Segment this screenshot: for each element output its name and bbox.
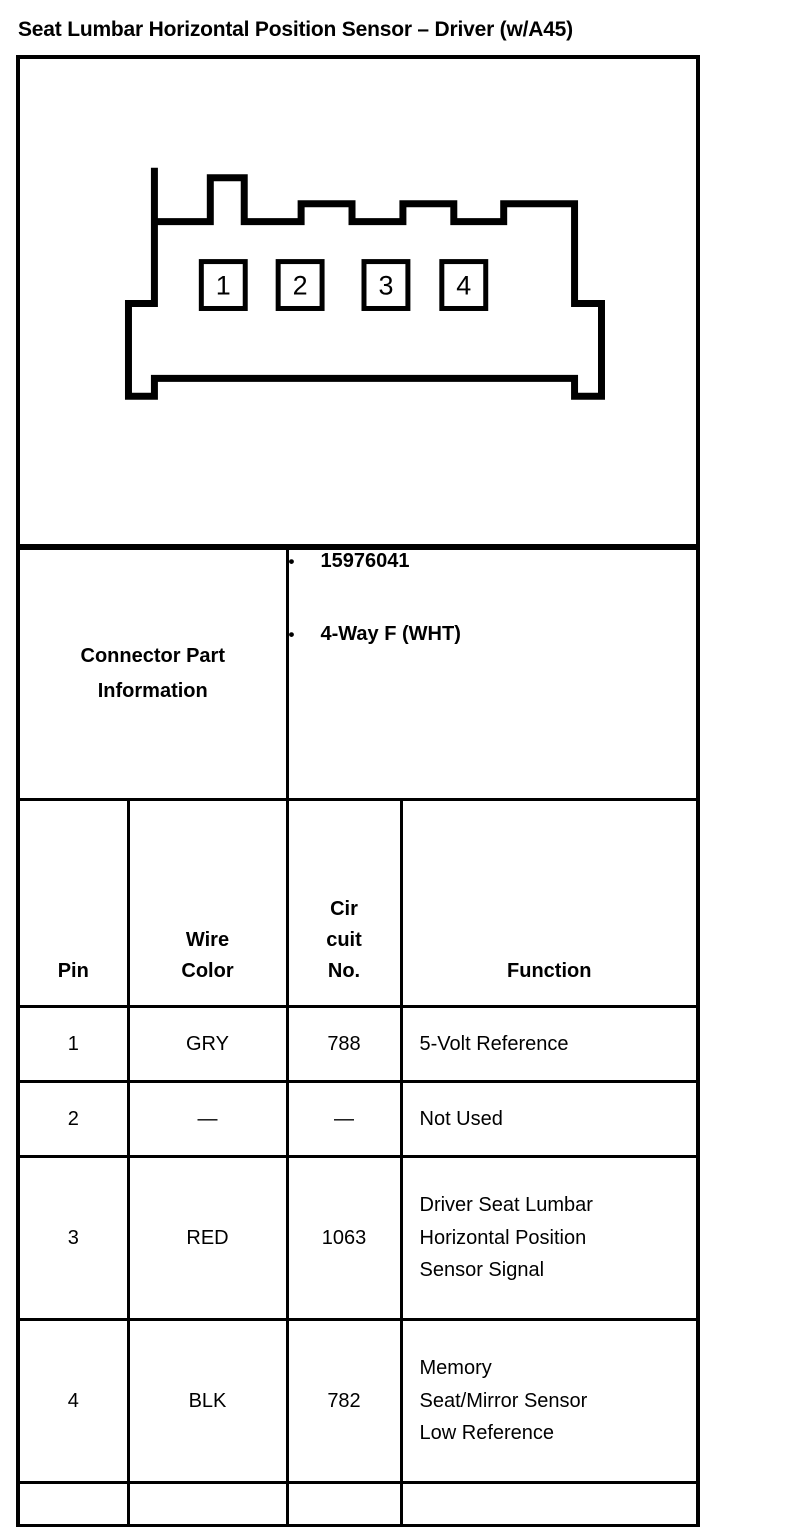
function-line: 5-Volt Reference [419,1032,569,1055]
cell-circuit-no [285,1481,403,1527]
pin-number-4: 4 [456,271,471,301]
table-row: 4 BLK 782 Memory Seat/Mirror Sensor Low … [18,1318,699,1484]
part-number-item: • 15976041 [289,550,697,573]
header-wire-color: Wire Color [126,798,289,1008]
header-circuit-line-3: No. [327,960,361,982]
header-circuit-no: Cir cuit No. [285,798,403,1008]
connector-type-value: 4-Way F (WHT) [320,623,461,645]
pin-number-1: 1 [216,271,231,301]
function-line: Not Used [419,1107,503,1130]
cell-circuit-no: 1063 [285,1155,403,1321]
bullet-icon: • [288,552,295,571]
connector-part-information-label: Connector Part Information [18,547,289,801]
function-line: Low Reference [419,1422,555,1445]
table-row: 1 GRY 788 5-Volt Reference [18,1005,699,1083]
bullet-icon: • [288,625,295,644]
connector-part-information-values: • 15976041 • 4-Way F (WHT) [285,547,699,801]
table-row-clipped [18,1481,699,1527]
pin-number-3: 3 [378,271,393,301]
pin-cavity-3: 3 [361,259,411,311]
cell-circuit-no: 788 [285,1005,403,1083]
pin-cavity-4: 4 [439,259,489,311]
function-line: Memory [419,1357,492,1380]
header-function: Function [399,798,699,1008]
connector-body-outline [124,167,605,400]
connector-diagram-panel: 1 2 3 4 [16,55,700,547]
header-pin: Pin [18,798,130,1008]
cell-circuit-no: — [285,1080,403,1158]
pin-cavity-1: 1 [198,259,248,311]
table-row: 2 — — Not Used [18,1080,699,1158]
connector-face-view-drawing: 1 2 3 4 [124,167,605,400]
pin-box-4 [439,259,489,311]
header-circuit-line-2: cuit [326,929,362,951]
table-row: 3 RED 1063 Driver Seat Lumbar Horizontal… [18,1155,699,1321]
cell-pin [18,1481,130,1527]
header-circuit-line-1: Cir [330,898,358,920]
cell-wire-color: — [126,1080,289,1158]
pin-table-header-row: Pin Wire Color Cir cuit No. Function [18,798,699,1008]
cell-function: Driver Seat Lumbar Horizontal Position S… [399,1155,699,1321]
cell-wire-color [126,1481,289,1527]
pin-cavity-2: 2 [275,259,325,311]
header-wire-line-1: Wire [185,929,230,951]
cell-function: Memory Seat/Mirror Sensor Low Reference [399,1318,699,1484]
cell-function: 5-Volt Reference [399,1005,699,1083]
pin-box-3 [361,259,411,311]
cell-pin: 3 [18,1155,130,1321]
cpi-label-line-2: Information [97,680,208,702]
part-number-value: 15976041 [320,550,410,572]
function-line: Sensor Signal [419,1259,545,1282]
connector-type-item: • 4-Way F (WHT) [289,623,697,646]
cell-wire-color: GRY [126,1005,289,1083]
cell-pin: 4 [18,1318,130,1484]
connector-sheet: 1 2 3 4 [16,55,701,1527]
page-title: Seat Lumbar Horizontal Position Sensor –… [18,18,573,41]
cell-function: Not Used [399,1080,699,1158]
connector-data-table: Connector Part Information • 15976041 • … [16,547,701,1527]
function-line: Horizontal Position [419,1226,587,1249]
cell-wire-color: BLK [126,1318,289,1484]
function-line: Seat/Mirror Sensor [419,1389,588,1412]
connector-part-information-row: Connector Part Information • 15976041 • … [18,547,699,801]
cell-pin: 1 [18,1005,130,1083]
pin-number-2: 2 [293,271,308,301]
cell-circuit-no: 782 [285,1318,403,1484]
cell-pin: 2 [18,1080,130,1158]
pin-box-2 [275,259,325,311]
function-line: Driver Seat Lumbar [419,1194,593,1217]
cpi-label-line-1: Connector Part [80,645,225,667]
cell-function [399,1481,699,1527]
header-wire-line-2: Color [181,960,234,982]
pin-box-1 [198,259,248,311]
cell-wire-color: RED [126,1155,289,1321]
